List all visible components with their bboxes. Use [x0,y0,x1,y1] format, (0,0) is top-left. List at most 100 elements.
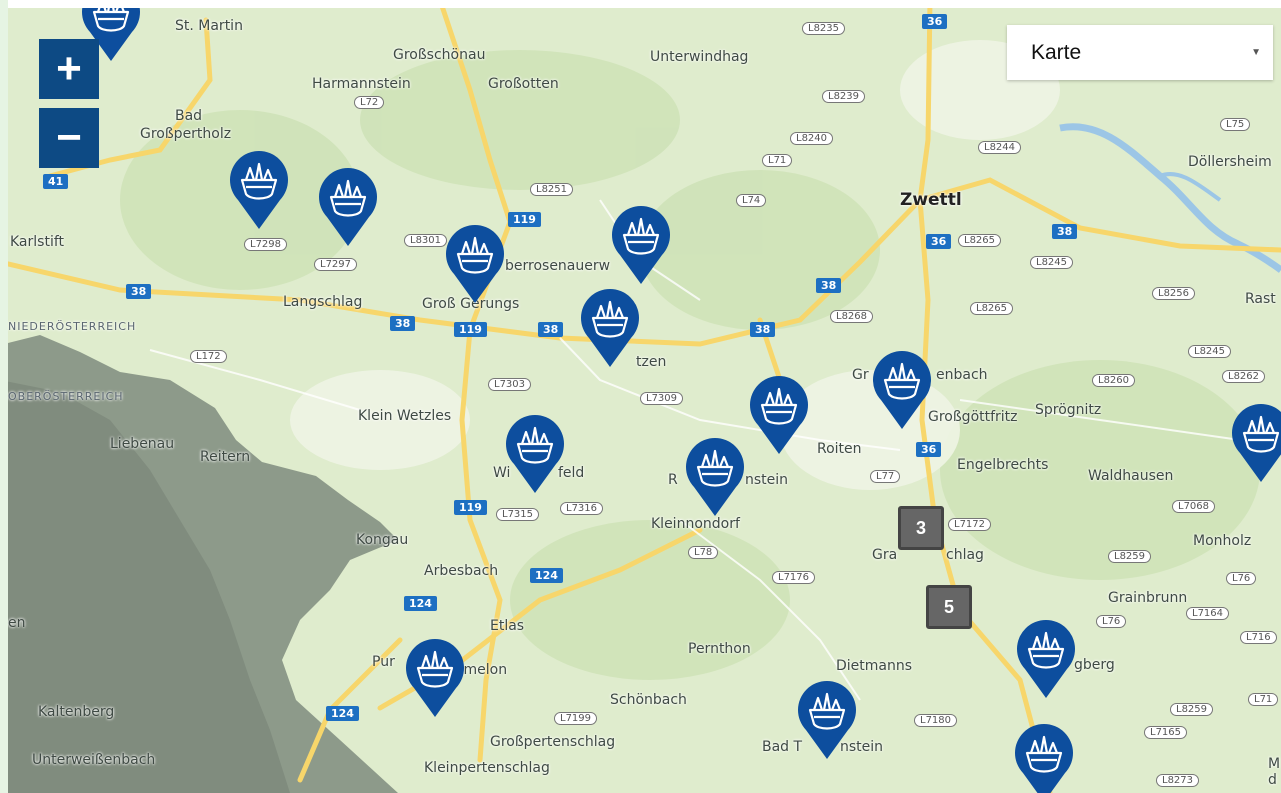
location-marker[interactable] [317,167,379,247]
highway-shield: 119 [454,500,487,515]
place-label: enbach [936,367,988,383]
place-label: NIEDERÖSTERREICH [8,320,137,333]
route-badge: L7164 [1186,607,1230,620]
map-layer-select-value: Karte [1031,40,1082,64]
place-label: Döllersheim [1188,154,1272,170]
place-label: Großgöttfritz [928,409,1018,425]
location-marker[interactable] [796,680,858,760]
place-label: tmelon [458,662,508,678]
place-label: Kaltenberg [38,704,115,720]
location-marker[interactable] [228,150,290,230]
highway-shield: 38 [816,278,842,293]
highway-shield: 36 [926,234,952,249]
basket-marker-icon [1015,724,1073,793]
highway-shield: 36 [916,442,942,457]
route-badge: L77 [870,470,901,483]
place-label: nstein [840,739,884,755]
highway-shield: 38 [126,284,152,299]
highway-shield: 124 [326,706,359,721]
route-badge: L7176 [772,571,816,584]
route-badge: L7180 [914,714,958,727]
place-label: chlag [946,547,984,563]
place-label: Unterwindhag [650,49,749,65]
place-label: Grainbrunn [1108,590,1188,606]
route-badge: L7172 [948,518,992,531]
location-marker[interactable] [1015,619,1077,699]
place-label: Gr [852,367,869,383]
location-marker[interactable] [404,638,466,718]
route-badge: L7297 [314,258,358,271]
place-label: Pur [372,654,395,670]
place-label: feld [558,465,585,481]
location-marker[interactable] [684,437,746,517]
place-label: Sprögnitz [1035,402,1102,418]
zoom-out-button[interactable]: − [39,108,99,168]
route-badge: L172 [190,350,227,363]
place-label: Großpertenschlag [490,734,616,750]
place-label: Groß Gerungs [422,296,520,312]
map-layer-select[interactable]: Karte ▼ [1007,25,1273,80]
place-label: Engelbrechts [957,457,1049,473]
location-marker[interactable] [871,350,933,430]
route-badge: L78 [688,546,719,559]
place-label: Großpertholz [140,126,232,142]
route-badge: L8259 [1108,550,1152,563]
route-badge: L8235 [802,22,846,35]
place-label: Großschönau [393,47,486,63]
basket-marker-icon [612,206,670,284]
minus-icon: − [56,113,82,162]
place-label: d [1268,772,1277,788]
marker-cluster[interactable]: 5 [926,585,972,629]
basket-marker-icon [446,225,504,303]
route-badge: L8239 [822,90,866,103]
place-label: Harmannstein [312,76,411,92]
route-badge: L8265 [970,302,1014,315]
location-marker[interactable] [80,0,142,62]
place-label: Etlas [490,618,525,634]
place-label: Monholz [1193,533,1252,549]
place-label: Bad T [762,739,803,755]
location-marker[interactable] [610,205,672,285]
route-badge: L7199 [554,712,598,725]
place-label: tzen [636,354,667,370]
basket-marker-icon [230,151,288,229]
place-label: Gra [872,547,898,563]
location-marker[interactable] [444,224,506,304]
location-marker[interactable] [1013,723,1075,793]
basket-marker-icon [506,415,564,493]
place-label: Waldhausen [1088,468,1174,484]
left-edge [0,0,8,793]
highway-shield: 119 [454,322,487,337]
route-badge: L7298 [244,238,288,251]
place-label: Rast [1245,291,1276,307]
route-badge: L7316 [560,502,604,515]
route-badge: L7303 [488,378,532,391]
basket-marker-icon [1017,620,1075,698]
marker-cluster[interactable]: 3 [898,506,944,550]
place-label: berrosenauerw [505,258,611,274]
basket-marker-icon [319,168,377,246]
route-badge: L8244 [978,141,1022,154]
place-label: Langschlag [283,294,363,310]
place-label: Schönbach [610,692,687,708]
route-badge: L71 [762,154,793,167]
basket-marker-icon [406,639,464,717]
place-label: Kongau [356,532,409,548]
location-marker[interactable] [504,414,566,494]
route-badge: L8245 [1030,256,1074,269]
location-marker[interactable] [1230,403,1281,483]
place-label: Wi [493,465,511,481]
place-label: Pernthon [688,641,751,657]
basket-marker-icon [686,438,744,516]
highway-shield: 119 [508,212,541,227]
place-label: Kleinnondorf [651,516,740,532]
route-badge: L76 [1226,572,1257,585]
plus-icon: + [56,44,82,93]
route-badge: L71 [1248,693,1279,706]
place-label: Karlstift [10,234,65,250]
zoom-in-button[interactable]: + [39,39,99,99]
location-marker[interactable] [579,288,641,368]
route-badge: L76 [1096,615,1127,628]
location-marker[interactable] [748,375,810,455]
